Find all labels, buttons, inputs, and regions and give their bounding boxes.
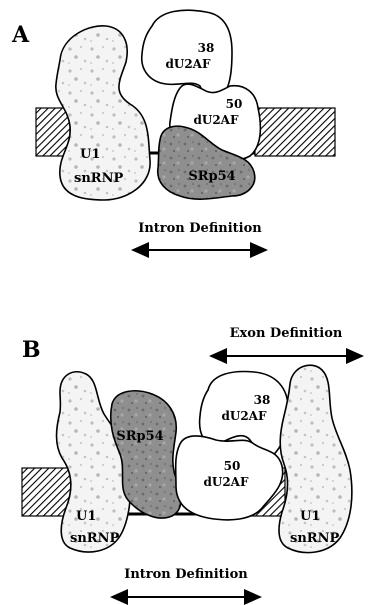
u1-left-b-line2: snRNP	[70, 531, 119, 546]
u1-right-b-line2: snRNP	[290, 531, 339, 546]
intron-definition-a-label: Intron Definition	[138, 221, 262, 236]
du2af38-a-num: 38	[198, 41, 215, 55]
u1-left-b-line1: U1	[76, 509, 96, 524]
u1-a-line2: snRNP	[74, 171, 123, 186]
exon-left-a	[36, 108, 70, 156]
u1-a-line1: U1	[80, 147, 100, 162]
intron-definition-b-label: Intron Definition	[124, 567, 248, 582]
du2af50-a-num: 50	[226, 97, 243, 111]
du2af50-b-num: 50	[224, 459, 241, 473]
panel-a-letter: A	[11, 22, 30, 48]
du2af38-b-num: 38	[254, 393, 271, 407]
srp54-a-label: SRp54	[188, 169, 235, 184]
panel-b-letter: B	[22, 337, 41, 363]
exon-right-a	[255, 108, 335, 156]
u1-snrnp-right-b	[279, 365, 352, 552]
du2af38-b-name: dU2AF	[221, 409, 267, 423]
du2af50-b-name: dU2AF	[203, 475, 249, 489]
du2af50-a-name: dU2AF	[193, 113, 239, 127]
srp54-b-label: SRp54	[116, 429, 163, 444]
exon-left-b	[22, 468, 72, 516]
exon-definition-label: Exon Definition	[230, 326, 343, 341]
u1-right-b-line1: U1	[300, 509, 320, 524]
du2af38-a-name: dU2AF	[165, 57, 211, 71]
